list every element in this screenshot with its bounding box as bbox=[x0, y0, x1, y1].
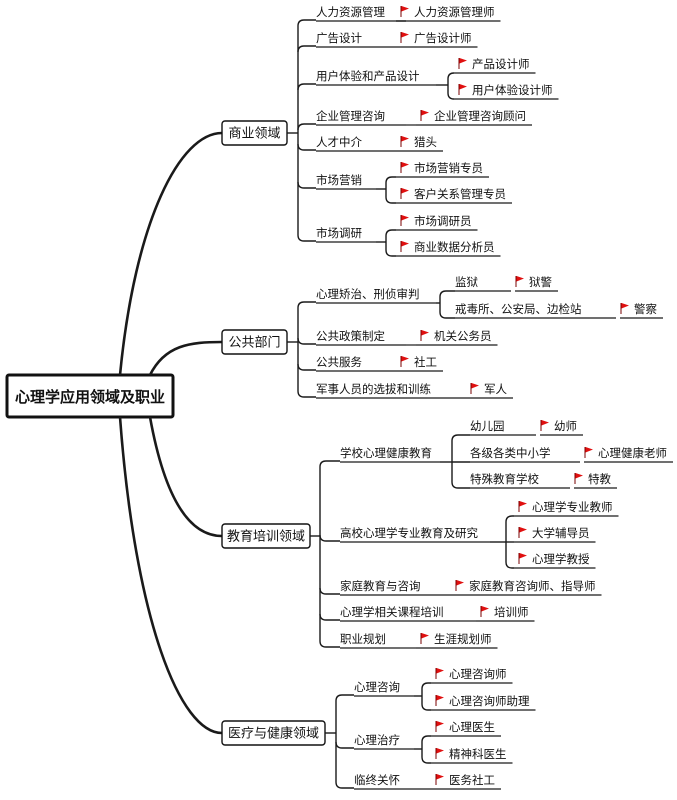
career-label: 心理学专业教师 bbox=[532, 500, 613, 514]
field-label: 市场营销 bbox=[316, 173, 362, 187]
career-label: 警察 bbox=[634, 302, 657, 316]
setting-label: 戒毒所、公安局、边检站 bbox=[455, 302, 582, 316]
field-label: 心理咨询 bbox=[354, 680, 400, 694]
flag-icon bbox=[400, 32, 409, 43]
career-label: 市场调研员 bbox=[414, 214, 472, 228]
career-label: 用户体验设计师 bbox=[472, 83, 553, 97]
flag-icon bbox=[400, 136, 409, 147]
career-label: 大学辅导员 bbox=[532, 526, 590, 540]
category-label: 商业领域 bbox=[228, 127, 280, 142]
career-label: 心理健康老师 bbox=[598, 446, 667, 460]
flag-icon bbox=[470, 383, 479, 394]
career-label: 培训师 bbox=[494, 605, 529, 619]
career-label: 人力资源管理师 bbox=[414, 5, 495, 19]
field-label: 军事人员的选拔和训练 bbox=[316, 382, 431, 396]
flag-icon bbox=[435, 774, 444, 785]
field-label: 职业规划 bbox=[340, 632, 386, 646]
flag-icon bbox=[400, 241, 409, 252]
flag-icon bbox=[420, 330, 429, 341]
field-label: 广告设计 bbox=[316, 31, 362, 45]
career-label: 心理学教授 bbox=[532, 552, 590, 566]
flag-icon bbox=[435, 695, 444, 706]
flag-icon bbox=[435, 721, 444, 732]
field-label: 临终关怀 bbox=[354, 773, 400, 787]
field-label: 市场调研 bbox=[316, 226, 362, 240]
field-label: 心理学相关课程培训 bbox=[340, 605, 444, 619]
flag-icon bbox=[435, 668, 444, 679]
flag-icon bbox=[620, 303, 629, 314]
field-label: 企业管理咨询 bbox=[316, 109, 385, 123]
flag-icon bbox=[455, 580, 464, 591]
setting-label: 监狱 bbox=[455, 275, 478, 289]
branch-curve bbox=[118, 416, 223, 735]
career-label: 心理咨询师 bbox=[449, 667, 507, 681]
career-label: 客户关系管理专员 bbox=[414, 187, 506, 201]
flag-icon bbox=[400, 6, 409, 17]
flag-icon bbox=[574, 473, 583, 484]
field-label: 家庭教育与咨询 bbox=[340, 579, 421, 593]
flag-icon bbox=[518, 527, 527, 538]
career-label: 心理医生 bbox=[449, 720, 495, 734]
flag-icon bbox=[540, 420, 549, 431]
flag-icon bbox=[480, 606, 489, 617]
flag-icon bbox=[420, 110, 429, 121]
field-label: 人力资源管理 bbox=[316, 5, 385, 19]
career-label: 军人 bbox=[484, 382, 507, 396]
flag-icon bbox=[400, 188, 409, 199]
flag-icon bbox=[400, 162, 409, 173]
career-label: 医务社工 bbox=[449, 773, 495, 787]
career-label: 市场营销专员 bbox=[414, 161, 483, 175]
flag-icon bbox=[400, 356, 409, 367]
flag-icon bbox=[400, 215, 409, 226]
flag-icon bbox=[420, 633, 429, 644]
career-label: 幼师 bbox=[554, 419, 577, 433]
career-label: 广告设计师 bbox=[414, 31, 472, 45]
setting-label: 各级各类中小学 bbox=[470, 446, 551, 460]
career-label: 企业管理咨询顾问 bbox=[434, 109, 526, 123]
branch-curve bbox=[118, 131, 223, 376]
flag-icon bbox=[518, 501, 527, 512]
branch-curve bbox=[148, 340, 223, 376]
career-label: 心理咨询师助理 bbox=[449, 694, 530, 708]
career-label: 狱警 bbox=[529, 275, 552, 289]
field-label: 公共政策制定 bbox=[316, 329, 385, 343]
flag-icon bbox=[518, 553, 527, 564]
field-label: 学校心理健康教育 bbox=[340, 446, 432, 460]
field-label: 心理矫治、刑侦审判 bbox=[316, 287, 420, 301]
career-label: 家庭教育咨询师、指导师 bbox=[469, 579, 596, 593]
category-label: 教育培训领域 bbox=[227, 529, 305, 545]
branch-curve bbox=[148, 416, 223, 538]
career-label: 特教 bbox=[588, 472, 611, 486]
career-label: 精神科医生 bbox=[449, 747, 507, 761]
flag-icon bbox=[515, 276, 524, 287]
setting-label: 特殊教育学校 bbox=[470, 472, 539, 486]
career-label: 商业数据分析员 bbox=[414, 240, 495, 254]
career-label: 机关公务员 bbox=[434, 329, 492, 343]
field-label: 高校心理学专业教育及研究 bbox=[340, 526, 478, 540]
field-label: 公共服务 bbox=[316, 355, 362, 369]
category-label: 医疗与健康领域 bbox=[228, 726, 319, 742]
flag-icon bbox=[435, 748, 444, 759]
career-label: 猎头 bbox=[414, 135, 437, 149]
root-node: 心理学应用领域及职业 bbox=[5, 373, 175, 419]
flag-icon bbox=[458, 84, 467, 95]
field-label: 人才中介 bbox=[316, 135, 362, 149]
career-label: 产品设计师 bbox=[472, 57, 530, 71]
flag-icon bbox=[584, 447, 593, 458]
career-label: 社工 bbox=[414, 355, 437, 369]
root-title: 心理学应用领域及职业 bbox=[15, 388, 165, 406]
career-label: 生涯规划师 bbox=[434, 632, 492, 646]
flag-icon bbox=[458, 58, 467, 69]
field-label: 用户体验和产品设计 bbox=[316, 69, 420, 83]
setting-label: 幼儿园 bbox=[470, 419, 505, 433]
field-label: 心理治疗 bbox=[354, 733, 400, 747]
category-label: 公共部门 bbox=[228, 336, 280, 351]
